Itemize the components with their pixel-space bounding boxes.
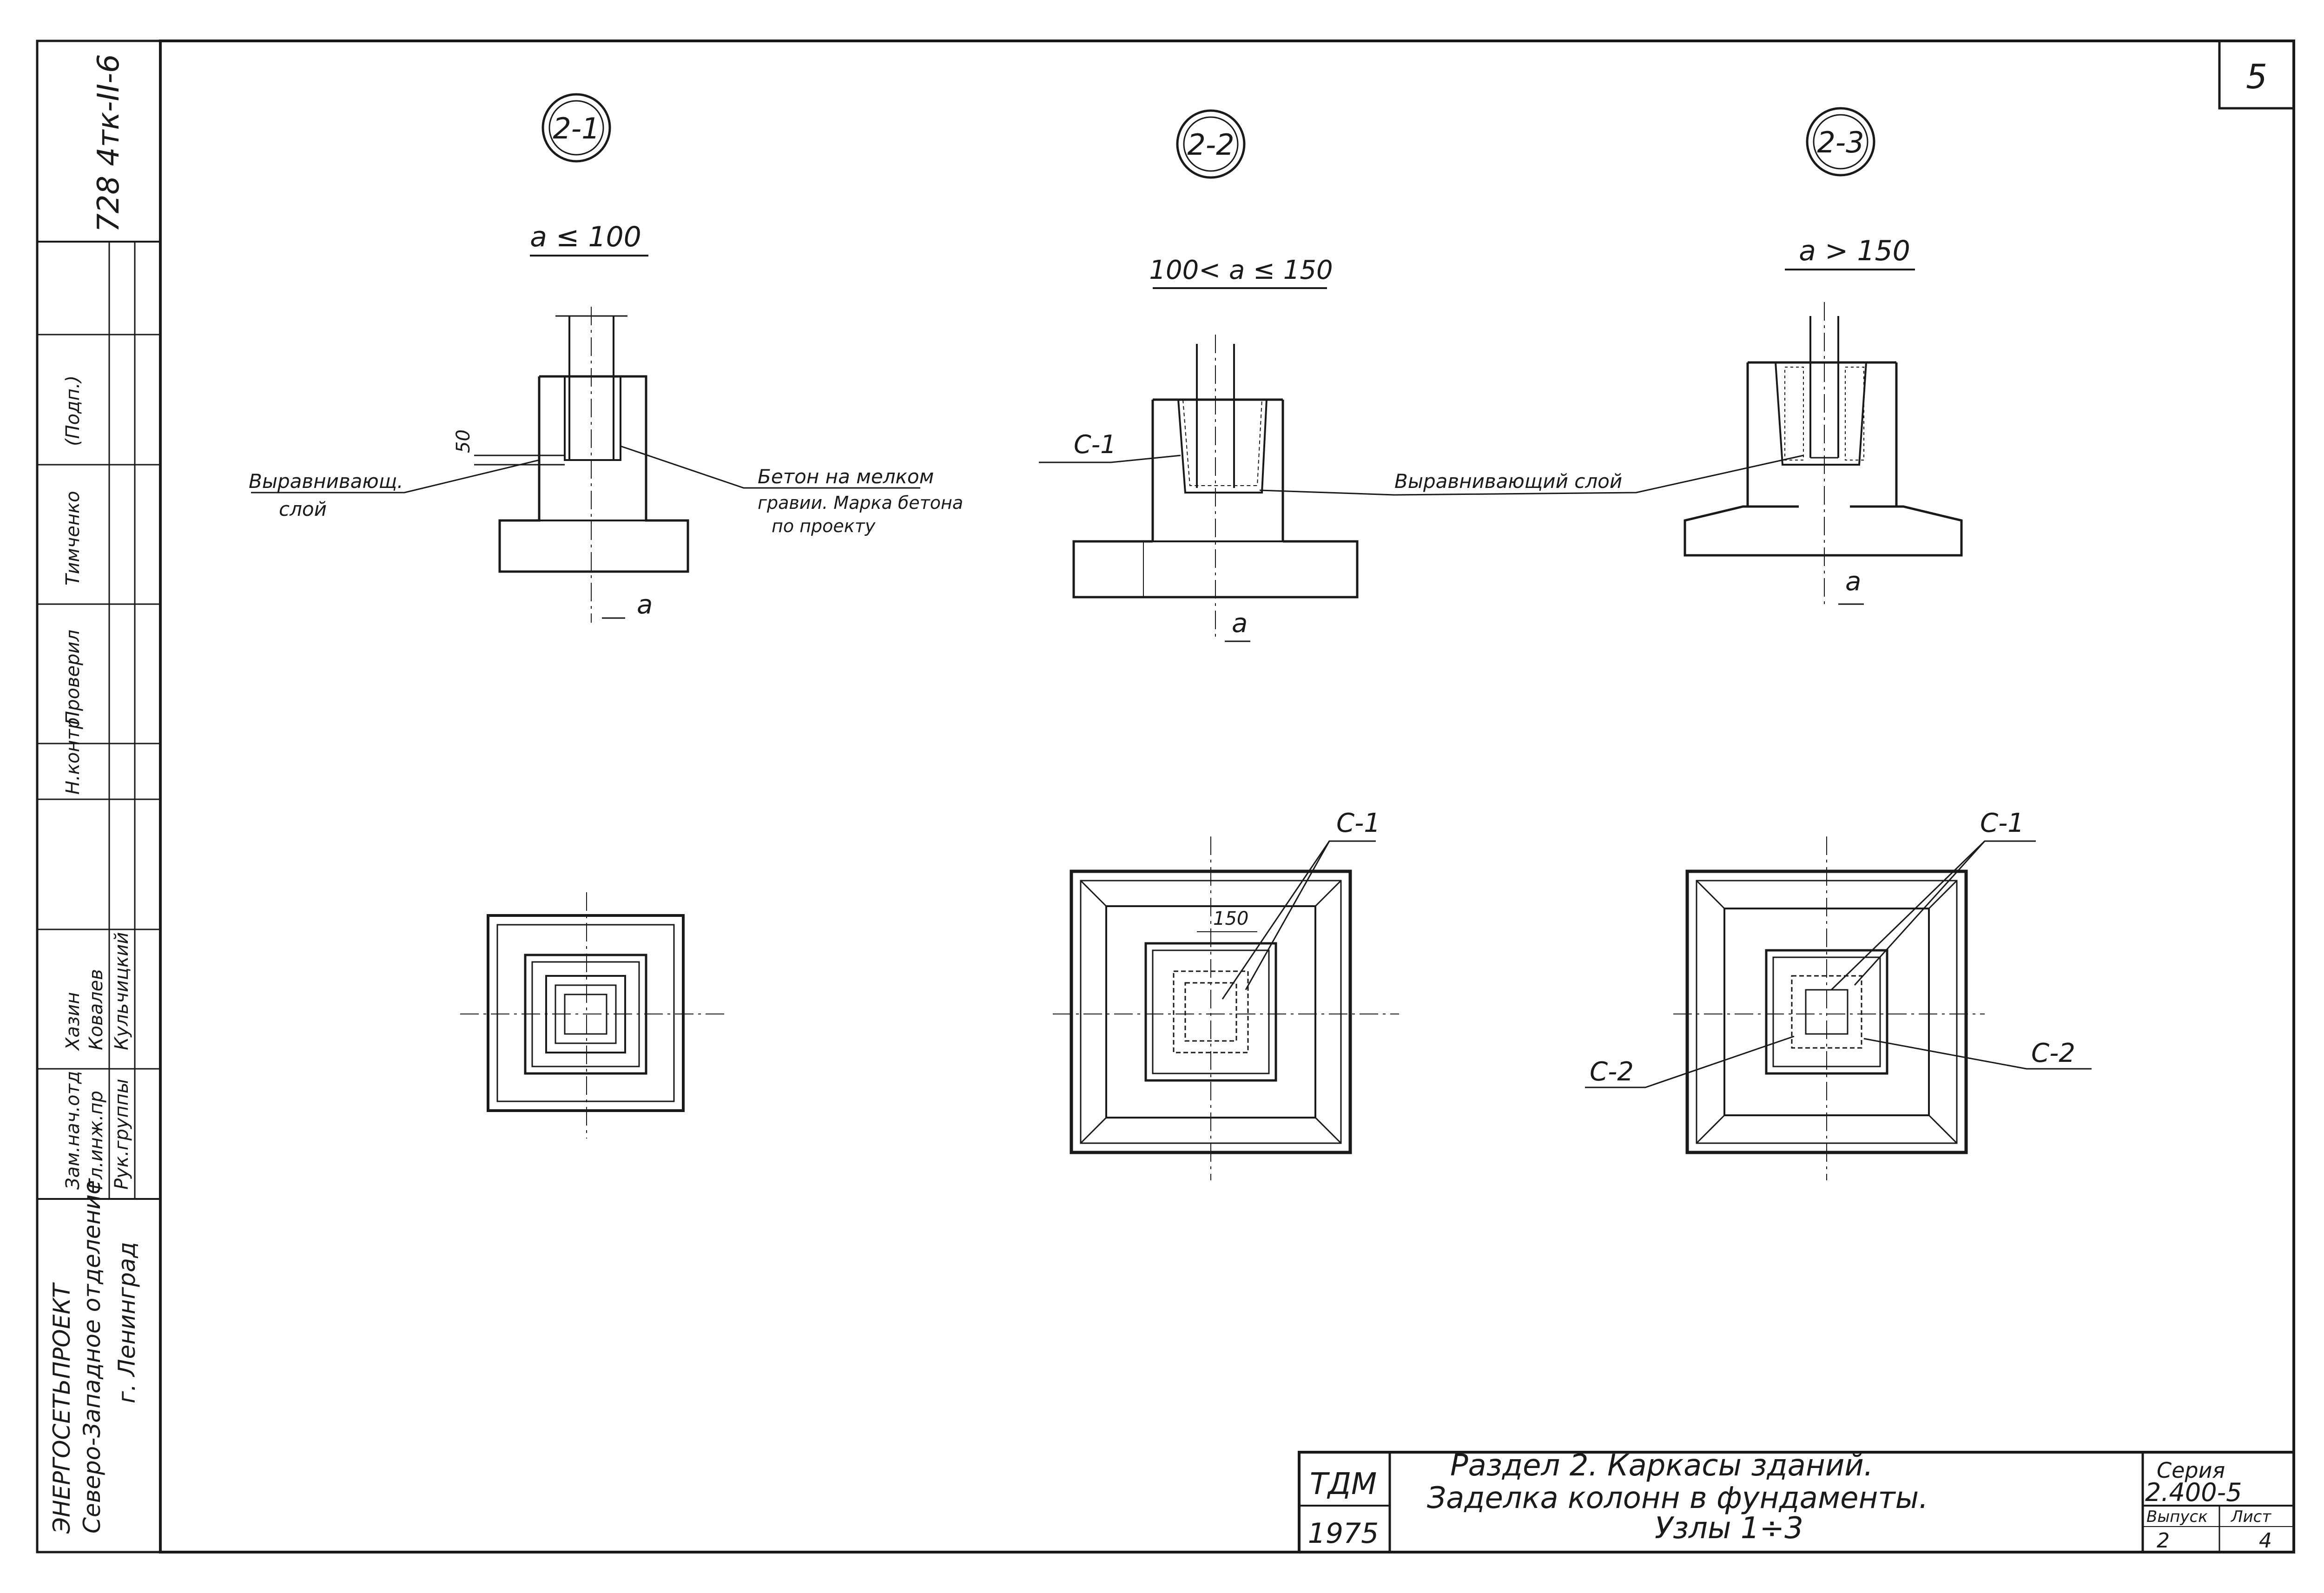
org-line-1: ЭНЕРГОСЕТЬПРОЕКТ — [48, 1282, 75, 1534]
check-label-3: Тимченко — [62, 491, 84, 586]
org-line-3: г. Ленинград — [113, 1242, 140, 1403]
sheet-frame — [36, 39, 2295, 1554]
condition-2-1: a ≤ 100 — [530, 221, 641, 253]
check-label-1: Н.контр — [62, 718, 84, 795]
tb-sheet-label: Лист — [2230, 1507, 2271, 1526]
note-left-1: Выравнивающ. — [249, 470, 403, 493]
check-label-2: Проверил — [62, 630, 84, 725]
sheet-number: 5 — [2246, 57, 2267, 96]
mark-2-3: 2-3 — [1817, 125, 1864, 159]
dim-a-2-3: a — [1845, 566, 1861, 597]
role-3: Рук.группы — [111, 1079, 132, 1190]
org-line-2: Северо-Западное отделение — [79, 1180, 106, 1534]
tb-org: ТДМ — [1310, 1467, 1377, 1501]
note-right-3: по проекту — [772, 516, 876, 536]
name-1: Хазин — [62, 992, 84, 1051]
side-strip: 728 4тк-II-6 ЭНЕРГОСЕТЬПРОЕКТ Северо-Зап… — [48, 54, 140, 1534]
mark-2-2: 2-2 — [1187, 128, 1234, 162]
project-code: 728 4тк-II-6 — [92, 54, 126, 232]
detail-2-3: 2-3 a > 150 a С-1 С-2 — [1585, 107, 2092, 1180]
tb-issue-label: Выпуск — [2146, 1507, 2208, 1526]
note-right-2: гравии. Марка бетона — [758, 493, 963, 513]
mark-2-1: 2-1 — [553, 112, 600, 145]
tb-year: 1975 — [1308, 1517, 1379, 1550]
detail-2-2: 2-2 100< a ≤ 150 a С-1 Выравнивающий сло… — [1039, 109, 1804, 1180]
name-2: Ковалев — [86, 969, 107, 1050]
plan-dim-2-2: 150 — [1213, 908, 1248, 929]
name-3: Кульчицкий — [111, 932, 132, 1050]
detail-2-1: 2-1 a ≤ 100 50 a Выравнивающ. слой Бетон… — [249, 93, 963, 1139]
role-2: Гл.инж.пр — [86, 1091, 107, 1190]
tb-title-2: Заделка колонн в фундаменты. — [1427, 1481, 1928, 1515]
note-left-2: слой — [279, 498, 327, 520]
tb-title-1: Раздел 2. Каркасы зданий. — [1450, 1448, 1873, 1483]
condition-2-3: a > 150 — [1799, 235, 1910, 267]
dim-a-2-1: a — [637, 590, 653, 620]
plan-c1-2-2: С-1 — [1336, 808, 1380, 838]
plan-c2-left: С-2 — [1590, 1057, 1634, 1087]
tb-sheet: 4 — [2259, 1529, 2272, 1553]
plan-c1-2-3: С-1 — [1980, 808, 2024, 838]
note-right-1: Бетон на мелком — [758, 465, 934, 488]
tb-issue: 2 — [2157, 1529, 2170, 1553]
check-label-4: (Подп.) — [62, 375, 84, 446]
tb-series: 2.400-5 — [2145, 1478, 2242, 1507]
title-block — [1298, 1451, 2295, 1554]
dim-50: 50 — [453, 429, 474, 453]
tb-series-label: Серия — [2157, 1458, 2225, 1483]
dim-a-2-2: a — [1232, 608, 1248, 639]
condition-2-2: 100< a ≤ 150 — [1149, 255, 1333, 285]
note-2-2: Выравнивающий слой — [1394, 470, 1622, 493]
tb-title-3: Узлы 1÷3 — [1655, 1511, 1803, 1546]
c1-label-2-2: С-1 — [1074, 430, 1116, 459]
role-1: Зам.нач.отд — [62, 1071, 84, 1190]
plan-c2-right: С-2 — [2031, 1038, 2075, 1068]
